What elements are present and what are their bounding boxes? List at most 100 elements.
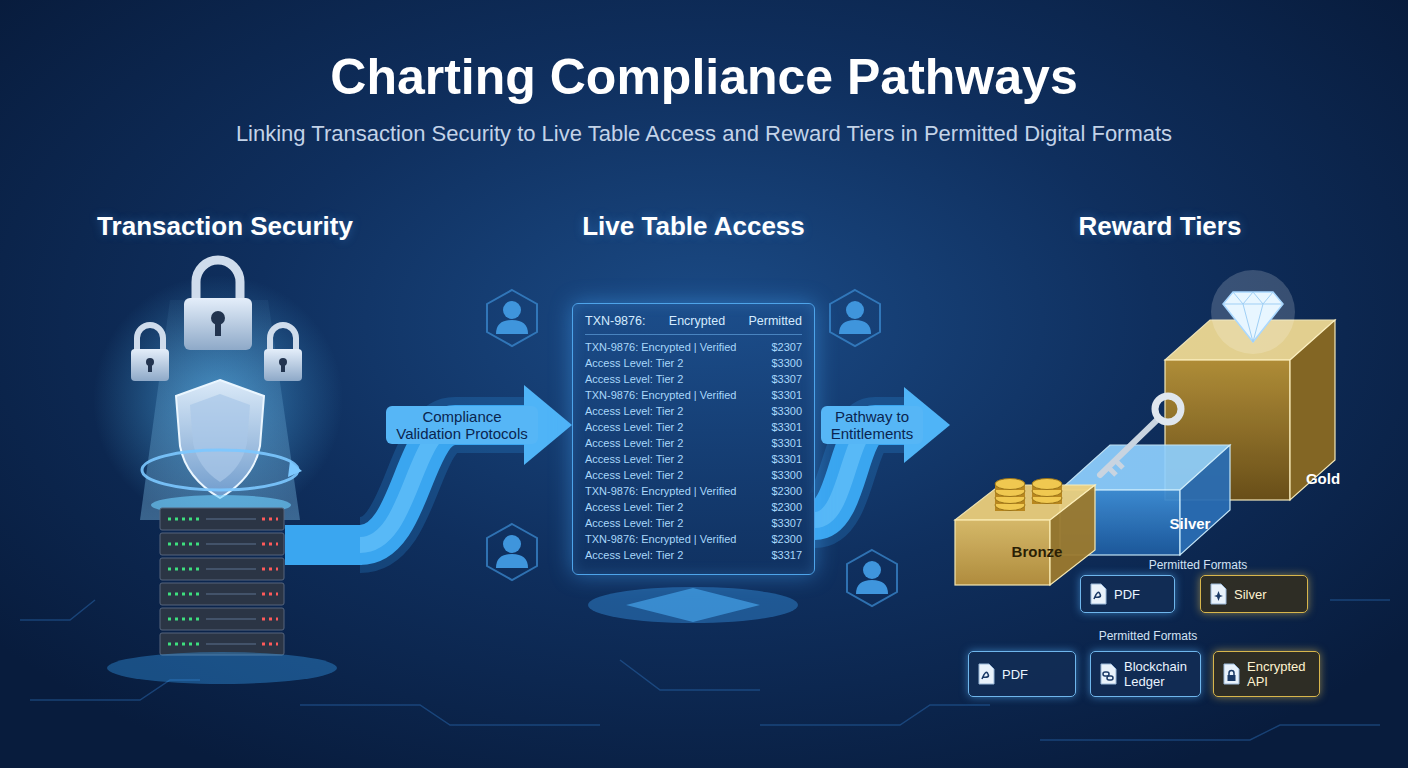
table-row: Access Level: Tier 2$3301 <box>585 451 802 467</box>
row-amount: $3307 <box>771 371 802 387</box>
diamond <box>1223 292 1283 342</box>
section-label: Permitted Formats <box>1099 629 1198 643</box>
row-amount: $3301 <box>771 451 802 467</box>
section-heading: Live Table Access <box>582 211 805 242</box>
orbit-arrow <box>288 461 302 477</box>
format-label: Encrypted API <box>1247 659 1311 689</box>
format-icon <box>1209 583 1227 605</box>
format-icon <box>977 663 995 685</box>
format-chip: Silver <box>1200 575 1308 613</box>
glow <box>93 275 343 525</box>
keyhole <box>281 363 285 372</box>
format-icon <box>1089 583 1107 605</box>
text-anchor: Pathway to Entitlements <box>821 406 923 444</box>
padlock <box>184 260 252 350</box>
sparkle-glyph <box>1214 591 1223 601</box>
table-header-cell: Encrypted <box>669 312 725 334</box>
table-row: Access Level: Tier 2$3301 <box>585 435 802 451</box>
row-amount: $2300 <box>771 483 802 499</box>
row-text: TXN-9876: Encrypted | Verified <box>585 531 736 547</box>
shield-inner <box>190 394 250 482</box>
circuit-line <box>300 705 600 725</box>
circuit-line <box>760 705 990 725</box>
row-amount: $3301 <box>771 419 802 435</box>
edge-label: Compliance Validation Protocols <box>386 406 538 444</box>
pdf-glyph <box>1094 592 1100 599</box>
server-leds <box>168 519 278 644</box>
document-icon <box>1211 584 1226 604</box>
tier-block: Bronze <box>955 445 1095 595</box>
vent-lines <box>206 519 256 644</box>
chip-text-group: PDF <box>1002 667 1028 682</box>
format-label: PDF <box>1114 587 1140 602</box>
table-header-cell: Permitted <box>748 312 802 334</box>
live-table-section: Live Table AccessTXN-9876: Encrypted Permi… <box>572 205 815 575</box>
row-text: Access Level: Tier 2 <box>585 403 683 419</box>
row-text: Access Level: Tier 2 <box>585 355 683 371</box>
table-row: Access Level: Tier 2 $2300 <box>585 499 802 515</box>
format-label: Blockchain Ledger <box>1124 659 1192 689</box>
section-heading: Transaction Security <box>97 211 353 242</box>
led-row <box>262 519 278 644</box>
tier-label: Bronze <box>1012 543 1063 561</box>
format-chip: Blockchain Ledger <box>1090 651 1201 697</box>
row-amount: $2300 <box>771 531 802 547</box>
row-text: Access Level: Tier 2 <box>585 547 683 563</box>
user-icon <box>847 550 897 606</box>
table-header-cell: TXN-9876: <box>585 312 645 334</box>
tier-label: Gold <box>1306 470 1340 488</box>
shield <box>176 380 264 498</box>
table-panel: TXN-9876:EncryptedPermittedTXN-9876: Enc… <box>572 303 815 575</box>
user-icon <box>487 290 537 346</box>
orbit-ring <box>142 450 298 490</box>
lock-body <box>264 349 302 381</box>
row-amount: $3300 <box>771 467 802 483</box>
format-chip: PDF <box>1080 575 1175 613</box>
platform-glow <box>588 587 798 623</box>
text-anchor: Charting Compliance Pathways <box>330 48 1077 106</box>
table-row: Access Level: Tier 2$3300 <box>585 467 802 483</box>
chip-text-group: Encrypted API <box>1247 659 1311 689</box>
lock-body <box>131 349 169 381</box>
row-text: TXN-9876: Encrypted | Verified <box>585 483 736 499</box>
format-chip: Encrypted API <box>1213 651 1320 697</box>
tier-label: Silver <box>1170 515 1211 533</box>
block-front-face <box>1060 490 1180 555</box>
key-shaft <box>1100 419 1158 475</box>
row-amount: $3300 <box>771 403 802 419</box>
text-anchor: Permitted Formats <box>1149 558 1248 572</box>
title: Charting Compliance Pathways <box>330 48 1077 106</box>
row-amount: $3301 <box>771 435 802 451</box>
table-row: TXN-9876: Encrypted | Verified$3301 <box>585 387 802 403</box>
block-front-face <box>1165 360 1290 500</box>
document-icon <box>1091 584 1106 604</box>
lock-shackle <box>270 325 296 350</box>
circuit-line <box>1330 599 1390 601</box>
circuit-line <box>30 680 200 700</box>
row-amount: $2307 <box>771 339 802 355</box>
row-text: Access Level: Tier 2 <box>585 499 683 515</box>
link-glyph <box>1107 676 1113 680</box>
table-row: Access Level: Tier 2$3307 <box>585 371 802 387</box>
table-row: Access Level: Tier 2 $3300 <box>585 355 802 371</box>
format-icon <box>1099 663 1117 685</box>
row-text: Access Level: Tier 2 <box>585 419 683 435</box>
subtitle: Linking Transaction Security to Live Tab… <box>236 121 1172 147</box>
document-icon <box>1224 664 1239 684</box>
keyhole <box>215 320 221 336</box>
format-label: Silver <box>1234 587 1267 602</box>
table-row: TXN-9876: Encrypted | Verified $2300 <box>585 483 802 499</box>
chip-text-group: PDF <box>1114 587 1140 602</box>
text-anchor: Linking Transaction Security to Live Tab… <box>236 121 1172 147</box>
flow-arrow <box>815 387 950 520</box>
table-row: TXN-9876: Encrypted | Verified $2300 <box>585 531 802 547</box>
row-amount: $2300 <box>771 499 802 515</box>
platform <box>626 588 760 622</box>
circuit-line <box>20 600 95 620</box>
table-row: Access Level: Tier 2$3317 <box>585 547 802 563</box>
row-amount: $3300 <box>771 355 802 371</box>
row-text: TXN-9876: Encrypted | Verified <box>585 387 736 403</box>
circuit-line <box>1040 725 1380 740</box>
table-header: TXN-9876: Encrypted Permitted <box>585 312 802 335</box>
